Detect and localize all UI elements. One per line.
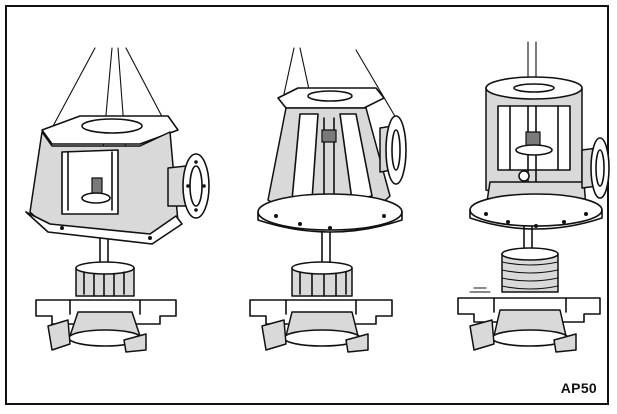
panel-3-assembly <box>457 41 610 353</box>
coupling-3 <box>518 170 530 182</box>
panel-2-adapter-lift <box>249 47 407 353</box>
adapter-bottom-flange-2 <box>257 193 403 231</box>
panel-1-casing-lift <box>25 47 210 353</box>
casing-flange-3 <box>469 193 603 227</box>
casing-bottom-flange-1 <box>25 211 183 245</box>
figure-label: AP50 <box>560 380 597 396</box>
